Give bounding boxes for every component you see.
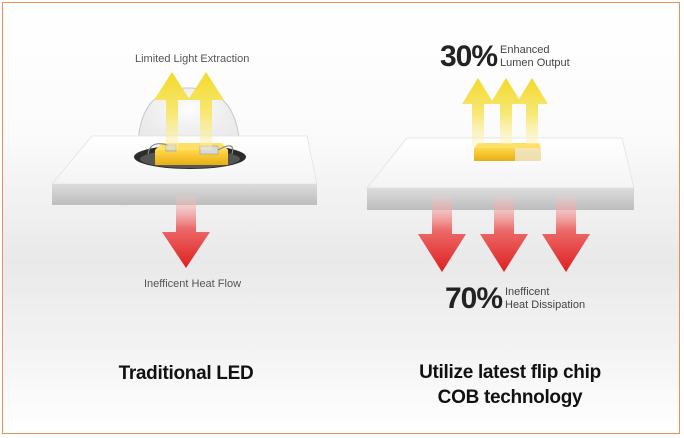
limited-light-extraction-label: Limited Light Extraction	[135, 53, 250, 65]
right-flip-chip	[474, 143, 541, 161]
heat-dissipation-desc-line2: Heat Dissipation	[505, 299, 586, 311]
flip-chip-caption-line2: COB technology	[437, 387, 583, 408]
inefficient-heat-flow-label: Inefficent Heat Flow	[144, 278, 242, 290]
heat-dissipation-percent: 70%	[445, 282, 503, 315]
right-light-arrows	[462, 78, 548, 144]
left-heat-arrow	[162, 196, 210, 268]
left-light-arrows	[154, 72, 224, 150]
flip-chip-caption: Utilize latest flip chip COB technology	[390, 360, 630, 410]
right-heat-arrows	[418, 196, 590, 272]
traditional-led-caption: Traditional LED	[118, 363, 254, 384]
enhanced-output-percent: 30%	[440, 40, 498, 73]
flip-chip-caption-line1: Utilize latest flip chip	[419, 362, 601, 383]
left-led-chip	[147, 143, 234, 165]
enhanced-output-desc-line2: Lumen Output	[500, 57, 570, 69]
left-board-front	[52, 184, 317, 205]
heat-dissipation-desc-line1: Inefficent	[505, 286, 550, 298]
enhanced-output-desc-line1: Enhanced	[500, 44, 550, 56]
glass-dome	[137, 87, 241, 151]
